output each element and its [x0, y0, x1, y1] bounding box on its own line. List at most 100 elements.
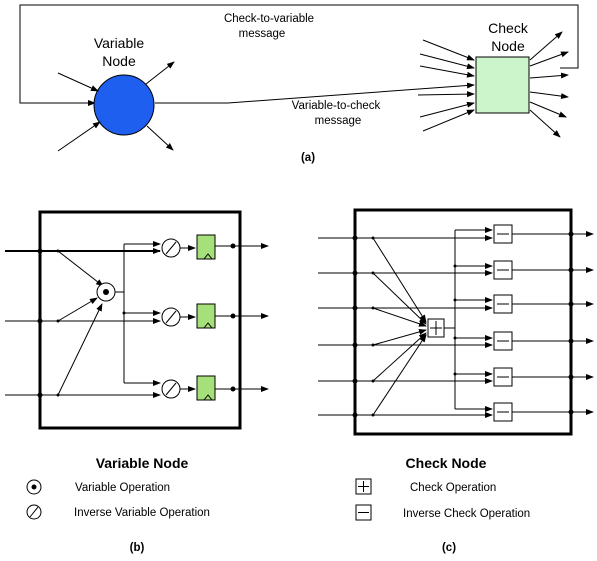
junction-dot [371, 343, 375, 347]
cn-tap [372, 329, 427, 346]
vn-tap [57, 297, 98, 322]
cn-output-arrow [529, 72, 569, 79]
cn-output-arrow [529, 51, 569, 67]
check-node-label-line2: Node [491, 38, 525, 54]
inverse-check-operation-node [493, 260, 513, 280]
variable-operation-dot [103, 289, 109, 295]
junction-dot [371, 271, 375, 275]
c2v-label-line1: Check-to-variable [224, 13, 314, 25]
junction-dot [371, 306, 375, 310]
check-operation-node [427, 318, 445, 338]
v2c-label-line1: Variable-to-check [292, 100, 381, 112]
inverse-variable-operation-node [161, 379, 181, 399]
cn-tap [372, 334, 427, 416]
junction-dot [352, 378, 358, 384]
vn-input-arrow [57, 121, 101, 152]
register [196, 234, 216, 260]
register [196, 303, 216, 329]
junction-dot [568, 409, 574, 415]
junction-dot [568, 374, 574, 380]
junction-dot [568, 338, 574, 344]
register [196, 375, 216, 401]
junction-dot [56, 319, 60, 323]
junction-dot [37, 318, 43, 324]
junction-dot [453, 264, 457, 268]
cn-output-arrow [529, 109, 561, 138]
variable-node-title: Variable Node [96, 455, 189, 471]
inverse-variable-operation-node [161, 307, 181, 327]
junction-dot [56, 393, 60, 397]
junction-dot [56, 249, 60, 253]
inverse-check-operation-node [493, 224, 513, 244]
panel-a: Variable Node Check Node Check-to-variab… [19, 4, 579, 164]
junction-dot [352, 235, 358, 241]
cn-input-arrow [422, 109, 475, 132]
junction-dot [371, 379, 375, 383]
variable-node-circle [93, 74, 155, 136]
inverse-check-operation-node [493, 402, 513, 422]
junction-dot [453, 336, 457, 340]
junction-dot [352, 270, 358, 276]
v2c-label-line2: message [315, 115, 362, 127]
c2v-label-line2: message [239, 28, 286, 40]
junction-dot [37, 392, 43, 398]
junction-dot [230, 313, 236, 319]
check-operation-legend-label: Check Operation [410, 482, 496, 494]
variable-to-check-path [155, 82, 475, 104]
check-node-box [353, 208, 573, 436]
junction-dot [371, 413, 375, 417]
panel-c: Check Node Check Operation Inverse Check… [318, 208, 594, 554]
check-node-label-line1: Check [488, 20, 529, 36]
check-node-title: Check Node [406, 455, 487, 471]
cn-output-arrow [529, 31, 563, 61]
variable-operation-legend-icon [26, 479, 42, 495]
inverse-variable-operation-node [161, 238, 181, 258]
vn-output-arrow [146, 125, 174, 151]
cn-tap [372, 272, 427, 325]
inverse-check-operation-legend-label: Inverse Check Operation [403, 508, 530, 520]
check-node-square [475, 56, 530, 114]
vn-tap [57, 303, 103, 396]
variable-node-label-line1: Variable [94, 35, 145, 51]
cn-input-arrow [417, 91, 475, 98]
vn-input-arrow [57, 72, 99, 92]
inverse-variable-operation-legend-label: Inverse Variable Operation [74, 507, 210, 519]
junction-dot [230, 243, 236, 249]
check-operation-legend-icon [355, 478, 372, 495]
cn-output-arrow [529, 101, 567, 118]
junction-dot [352, 342, 358, 348]
cn-tap [372, 332, 427, 382]
inverse-check-operation-node [493, 294, 513, 314]
cn-input-arrow [419, 101, 475, 118]
junction-dot [352, 305, 358, 311]
caption-a: (a) [301, 152, 315, 164]
junction-dot [568, 267, 574, 273]
junction-dot [453, 372, 457, 376]
inverse-variable-operation-legend-icon [26, 504, 42, 520]
cn-input-arrow [419, 65, 475, 78]
variable-operation-legend-label: Variable Operation [75, 482, 170, 494]
junction-dot [568, 301, 574, 307]
cn-output-arrow [529, 91, 569, 100]
caption-b: (b) [130, 542, 145, 554]
inverse-check-operation-legend-icon [355, 504, 372, 521]
caption-c: (c) [442, 542, 456, 554]
inverse-check-operation-node [493, 367, 513, 387]
check-to-variable-path [19, 4, 579, 106]
cn-input-arrow [422, 39, 475, 61]
junction-dot [352, 412, 358, 418]
cn-tap [372, 237, 427, 323]
junction-dot [568, 231, 574, 237]
junction-dot [371, 236, 375, 240]
vn-tap [57, 250, 104, 287]
junction-dot [230, 386, 236, 392]
cn-input-arrow [419, 53, 475, 70]
variable-node-label-line2: Node [102, 53, 136, 69]
inverse-check-operation-node [493, 331, 513, 351]
junction-dot [453, 298, 457, 302]
vn-output-arrow [145, 61, 175, 85]
cn-tap [372, 307, 427, 327]
junction-dot [122, 311, 126, 315]
panel-b: Variable Node Variable Operation Inverse… [5, 210, 269, 554]
